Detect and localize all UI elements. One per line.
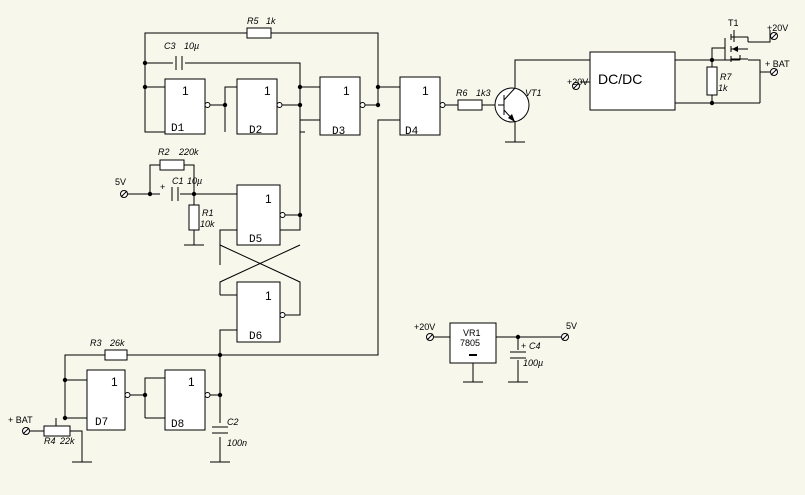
svg-text:100µ: 100µ — [523, 358, 543, 368]
svg-text:VT1: VT1 — [525, 88, 542, 98]
svg-text:5V: 5V — [566, 321, 577, 331]
resistor-r5: R5 1k — [246, 16, 276, 39]
svg-text:R6: R6 — [456, 88, 468, 98]
svg-text:DC/DC: DC/DC — [598, 71, 642, 87]
gate-d6: 1 D6 — [236, 281, 286, 343]
svg-text:1: 1 — [188, 375, 195, 389]
svg-text:+: + — [521, 341, 526, 351]
svg-text:10µ: 10µ — [187, 176, 202, 186]
svg-text:220k: 220k — [178, 147, 199, 157]
capacitor-c2: C2 100n — [212, 417, 247, 448]
svg-text:1k: 1k — [266, 16, 276, 26]
svg-text:R5: R5 — [247, 16, 259, 26]
gate-d3: 1 D3 — [319, 76, 366, 138]
svg-text:+20V: +20V — [767, 23, 788, 33]
gate-d2: 1 D2 — [236, 78, 283, 137]
capacitor-c4: + C4 100µ — [510, 341, 543, 368]
regulator-vr1: VR1 7805 — [449, 322, 497, 364]
svg-text:22k: 22k — [59, 436, 75, 446]
svg-text:1k3: 1k3 — [476, 88, 491, 98]
svg-text:D6: D6 — [249, 331, 262, 343]
svg-text:1: 1 — [265, 289, 272, 303]
resistor-r2: R2 220k — [158, 147, 199, 171]
svg-text:T1: T1 — [728, 18, 739, 28]
resistor-r3: R3 26k — [90, 338, 128, 361]
junctions — [62, 57, 715, 421]
transistor-vt1: VT1 — [494, 87, 542, 123]
potentiometer-r4: R4 22k — [43, 420, 75, 446]
svg-text:1k: 1k — [718, 83, 728, 93]
terminal-20v-t1: +20V — [767, 23, 788, 40]
svg-text:D5: D5 — [249, 234, 262, 246]
resistor-r6: R6 1k3 — [456, 88, 491, 111]
svg-text:+20V: +20V — [567, 77, 588, 87]
terminal-bat-in: + BAT — [8, 415, 33, 435]
svg-text:D4: D4 — [405, 126, 419, 138]
svg-text:D3: D3 — [332, 126, 345, 138]
svg-text:1: 1 — [422, 84, 429, 98]
svg-text:C1: C1 — [172, 176, 184, 186]
dcdc-converter: DC/DC — [589, 51, 676, 111]
svg-text:R4: R4 — [44, 436, 56, 446]
resistor-r7: R7 1k — [706, 66, 732, 96]
svg-text:C2: C2 — [227, 417, 239, 427]
svg-text:+ BAT: + BAT — [765, 59, 790, 69]
terminal-5v-out: 5V — [561, 321, 577, 341]
svg-text:1: 1 — [182, 84, 189, 98]
svg-text:+20V: +20V — [414, 322, 435, 332]
terminal-bat-out: + BAT — [765, 59, 790, 76]
svg-text:R2: R2 — [158, 147, 170, 157]
ground-symbols — [72, 141, 528, 463]
terminal-20v-dcdc: +20V — [567, 77, 588, 90]
svg-text:C3: C3 — [164, 41, 176, 51]
svg-text:R7: R7 — [720, 72, 732, 82]
svg-text:1: 1 — [264, 84, 271, 98]
wires — [30, 30, 771, 462]
svg-text:7805: 7805 — [460, 338, 480, 348]
svg-text:5V: 5V — [115, 177, 126, 187]
svg-text:1: 1 — [111, 375, 118, 389]
terminal-5v-in: 5V — [115, 177, 128, 198]
svg-text:R3: R3 — [90, 338, 102, 348]
mosfet-t1: T1 — [724, 18, 749, 62]
gate-d1: 1 D1 — [164, 78, 211, 135]
svg-text:1: 1 — [265, 192, 272, 206]
svg-text:10µ: 10µ — [184, 41, 199, 51]
gate-d7: 1 D7 — [86, 369, 131, 431]
svg-text:C4: C4 — [529, 341, 541, 351]
resistor-r1: R1 10k — [188, 204, 215, 231]
terminal-20v-vr: +20V — [414, 322, 435, 341]
svg-text:VR1: VR1 — [463, 328, 481, 338]
svg-text:10k: 10k — [200, 219, 215, 229]
svg-text:1: 1 — [343, 84, 350, 98]
svg-text:100n: 100n — [227, 438, 247, 448]
svg-text:D7: D7 — [95, 417, 108, 429]
svg-text:D8: D8 — [171, 419, 184, 431]
gate-d5: 1 D5 — [236, 184, 286, 246]
svg-text:R1: R1 — [202, 208, 214, 218]
svg-text:+ BAT: + BAT — [8, 415, 33, 425]
capacitor-c1: + C1 10µ — [160, 176, 202, 201]
gate-d4: 1 D4 — [399, 76, 446, 138]
svg-text:26k: 26k — [109, 338, 125, 348]
svg-text:D2: D2 — [249, 125, 262, 137]
gate-d8: 1 D8 — [164, 369, 211, 431]
capacitor-c3: C3 10µ — [164, 41, 199, 70]
svg-text:D1: D1 — [171, 123, 185, 135]
svg-text:+: + — [160, 182, 165, 192]
